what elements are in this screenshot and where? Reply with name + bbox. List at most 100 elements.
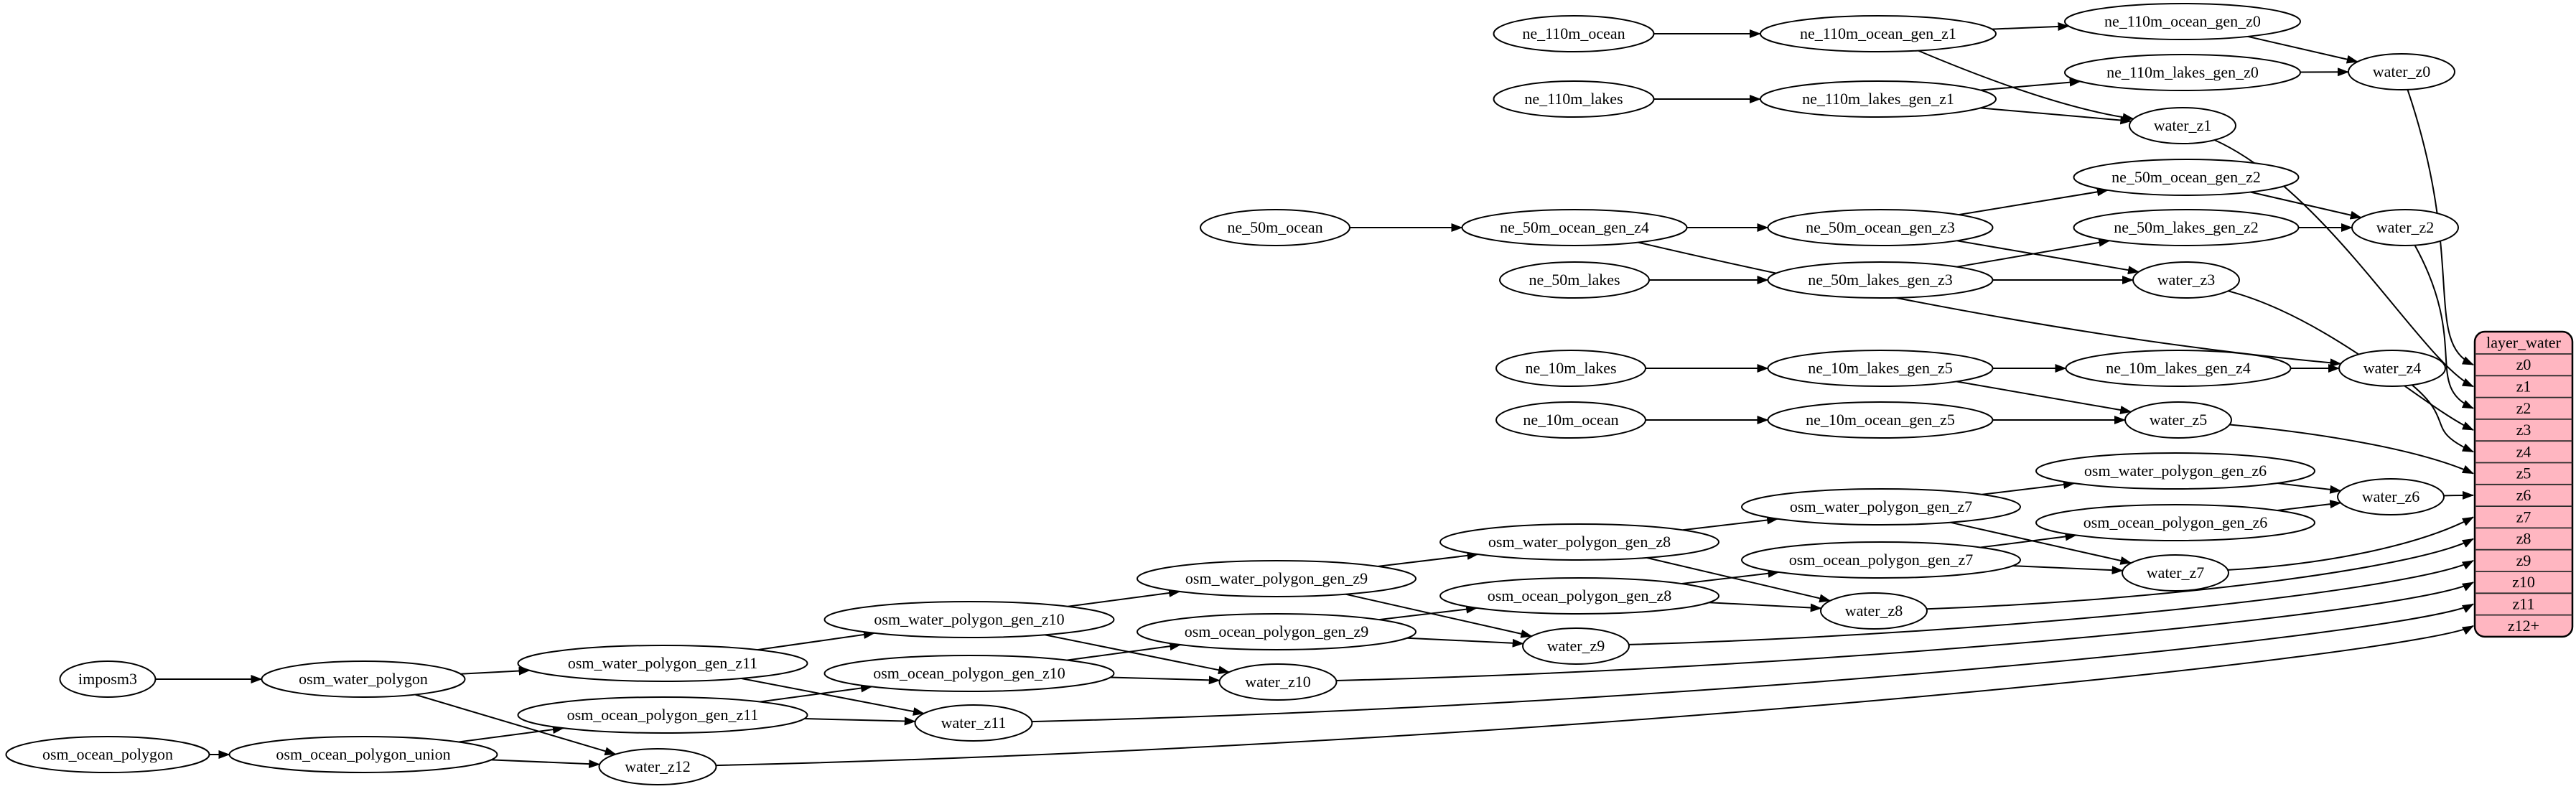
node-ne-10m-lakes: ne_10m_lakes [1495,350,1646,387]
node-shape-osm-ocean-polygon-gen-z7 [1741,541,2021,579]
node-shape-water-z6 [2337,478,2445,515]
edge-ne-110m-ocean-gen-z0-to-water-z0 [2247,35,2358,64]
node-shape-water-z4 [2338,350,2446,387]
node-label-osm-water-polygon-gen-z10: osm_water_polygon_gen_z10 [874,610,1064,628]
node-shape-osm-water-polygon-gen-z7 [1741,488,2021,526]
edge-ne-110m-ocean-gen-z1-to-ne-110m-ocean-gen-z0 [1992,22,2070,31]
node-label-water-z3: water_z3 [2157,271,2216,289]
node-shape-osm-ocean-polygon-gen-z10 [823,655,1115,692]
node-imposm3: imposm3 [59,660,157,698]
node-shape-water-z5 [2124,401,2232,439]
node-osm-ocean-polygon-union: osm_ocean_polygon_union [228,736,498,773]
table-row-z9: z9 [2516,551,2531,569]
node-label-ne-50m-ocean: ne_50m_ocean [1227,218,1322,236]
node-shape-osm-water-polygon-gen-z8 [1439,523,1719,561]
node-label-water-z7: water_z7 [2147,564,2205,582]
node-shape-ne-50m-ocean [1200,209,1350,246]
node-shape-ne-110m-ocean [1493,15,1655,52]
node-label-water-z5: water_z5 [2150,411,2208,429]
edge-osm-ocean-polygon-gen-z10-to-osm-ocean-polygon-gen-z9 [1066,642,1182,661]
node-shape-water-z7 [2122,554,2229,592]
edge-ne-10m-lakes-gen-z5-to-water-z5 [1956,381,2132,414]
node-osm-water-polygon-gen-z6: osm_water_polygon_gen_z6 [2035,452,2315,490]
node-label-water-z4: water_z4 [2363,359,2422,377]
node-shape-ne-110m-lakes-gen-z1 [1760,80,1997,118]
node-label-water-z8: water_z8 [1845,602,1903,620]
node-osm-water-polygon: osm_water_polygon [261,660,466,698]
edge-osm-ocean-polygon-gen-z6-to-water-z6 [2277,500,2342,511]
node-shape-ne-10m-lakes-gen-z5 [1767,350,1994,387]
node-shape-osm-ocean-polygon [5,736,210,773]
node-osm-ocean-polygon: osm_ocean_polygon [5,736,210,773]
edge-osm-ocean-polygon-gen-z8-to-osm-ocean-polygon-gen-z7 [1681,569,1780,584]
edge-water-z8-to-table-z8 [1926,538,2474,610]
node-shape-ne-10m-ocean-gen-z5 [1767,401,1994,439]
node-osm-water-polygon-gen-z10: osm_water_polygon_gen_z10 [823,601,1115,638]
edge-osm-water-polygon-gen-z9-to-osm-water-polygon-gen-z8 [1378,551,1479,567]
node-ne-110m-lakes-gen-z1: ne_110m_lakes_gen_z1 [1760,80,1997,118]
edge-osm-water-polygon-gen-z11-to-osm-water-polygon-gen-z10 [757,630,875,651]
node-label-water-z10: water_z10 [1245,673,1311,691]
node-label-osm-ocean-polygon-gen-z11: osm_ocean_polygon_gen_z11 [567,706,759,724]
node-label-water-z12: water_z12 [625,757,691,775]
edge-water-z4-to-table-z4 [2411,384,2474,453]
edge-ne-50m-ocean-gen-z3-to-ne-50m-ocean-gen-z2 [1958,187,2109,216]
node-label-ne-50m-ocean-gen-z2: ne_50m_ocean_gen_z2 [2111,168,2261,186]
node-shape-water-z10 [1218,663,1338,701]
node-osm-ocean-polygon-gen-z11: osm_ocean_polygon_gen_z11 [517,696,808,734]
node-label-ne-50m-ocean-gen-z3: ne_50m_ocean_gen_z3 [1806,218,1955,236]
edge-water-z9-to-table-z9 [1628,560,2474,645]
node-label-osm-ocean-polygon-gen-z6: osm_ocean_polygon_gen_z6 [2083,513,2268,531]
edge-osm-water-polygon-gen-z10-to-water-z10 [1045,634,1230,675]
table-row-z6: z6 [2516,486,2531,504]
node-shape-ne-50m-lakes-gen-z2 [2073,209,2300,246]
node-shape-imposm3 [59,660,157,698]
node-ne-10m-ocean: ne_10m_ocean [1495,401,1646,439]
edge-osm-water-polygon-gen-z8-to-water-z8 [1646,556,1831,603]
node-ne-110m-ocean-gen-z0: ne_110m_ocean_gen_z0 [2064,3,2301,40]
node-label-ne-110m-lakes-gen-z0: ne_110m_lakes_gen_z0 [2106,63,2259,81]
node-ne-50m-ocean-gen-z4: ne_50m_ocean_gen_z4 [1461,209,1688,246]
node-osm-water-polygon-gen-z7: osm_water_polygon_gen_z7 [1741,488,2021,526]
edge-osm-ocean-polygon-gen-z10-to-water-z10 [1110,676,1221,685]
node-label-ne-110m-ocean-gen-z0: ne_110m_ocean_gen_z0 [2104,12,2261,30]
edge-water-z11-to-table-z11 [1032,603,2474,723]
node-osm-ocean-polygon-gen-z8: osm_ocean_polygon_gen_z8 [1439,577,1719,615]
edge-osm-ocean-polygon-gen-z7-to-osm-ocean-polygon-gen-z6 [1980,532,2077,548]
node-label-osm-ocean-polygon: osm_ocean_polygon [42,745,173,763]
table-row-z1: z1 [2516,377,2531,395]
node-shape-water-z3 [2132,261,2240,299]
node-water-z3: water_z3 [2132,261,2240,299]
edges-layer [155,22,2474,769]
node-label-osm-ocean-polygon-gen-z8: osm_ocean_polygon_gen_z8 [1488,587,1672,604]
node-label-ne-10m-ocean-gen-z5: ne_10m_ocean_gen_z5 [1806,411,1955,429]
node-osm-water-polygon-gen-z8: osm_water_polygon_gen_z8 [1439,523,1719,561]
node-water-z11: water_z11 [914,704,1033,742]
node-shape-ne-110m-ocean-gen-z0 [2064,3,2301,40]
node-water-z0: water_z0 [2348,53,2455,90]
table-title: layer_water [2486,334,2561,352]
edge-water-z12-to-table-z12plus [716,625,2474,767]
table-row-z0: z0 [2516,355,2531,373]
node-shape-ne-10m-ocean [1495,401,1646,439]
table-row-z8: z8 [2516,530,2531,548]
node-label-ne-110m-ocean-gen-z1: ne_110m_ocean_gen_z1 [1800,24,1956,42]
node-label-ne-10m-lakes-gen-z5: ne_10m_lakes_gen_z5 [1808,359,1953,377]
node-ne-110m-ocean: ne_110m_ocean [1493,15,1655,52]
table-row-z4: z4 [2516,442,2531,460]
node-label-ne-50m-lakes-gen-z3: ne_50m_lakes_gen_z3 [1808,271,1953,289]
node-water-z4: water_z4 [2338,350,2446,387]
edge-water-z0-to-table-z0 [2407,89,2474,366]
edge-osm-ocean-polygon-gen-z7-to-water-z7 [2012,565,2124,575]
node-ne-50m-ocean-gen-z3: ne_50m_ocean_gen_z3 [1767,209,1994,246]
node-ne-110m-ocean-gen-z1: ne_110m_ocean_gen_z1 [1760,15,1997,52]
node-water-z2: water_z2 [2351,209,2459,246]
node-shape-osm-water-polygon-gen-z10 [823,601,1115,638]
edge-osm-water-polygon-gen-z7-to-water-z7 [1950,521,2132,565]
edge-osm-water-polygon-to-water-z12 [414,694,617,756]
node-label-water-z11: water_z11 [941,714,1007,732]
node-shape-water-z2 [2351,209,2459,246]
node-water-z6: water_z6 [2337,478,2445,515]
node-label-osm-water-polygon-gen-z11: osm_water_polygon_gen_z11 [568,654,757,672]
edge-water-z7-to-table-z7 [2227,516,2474,571]
